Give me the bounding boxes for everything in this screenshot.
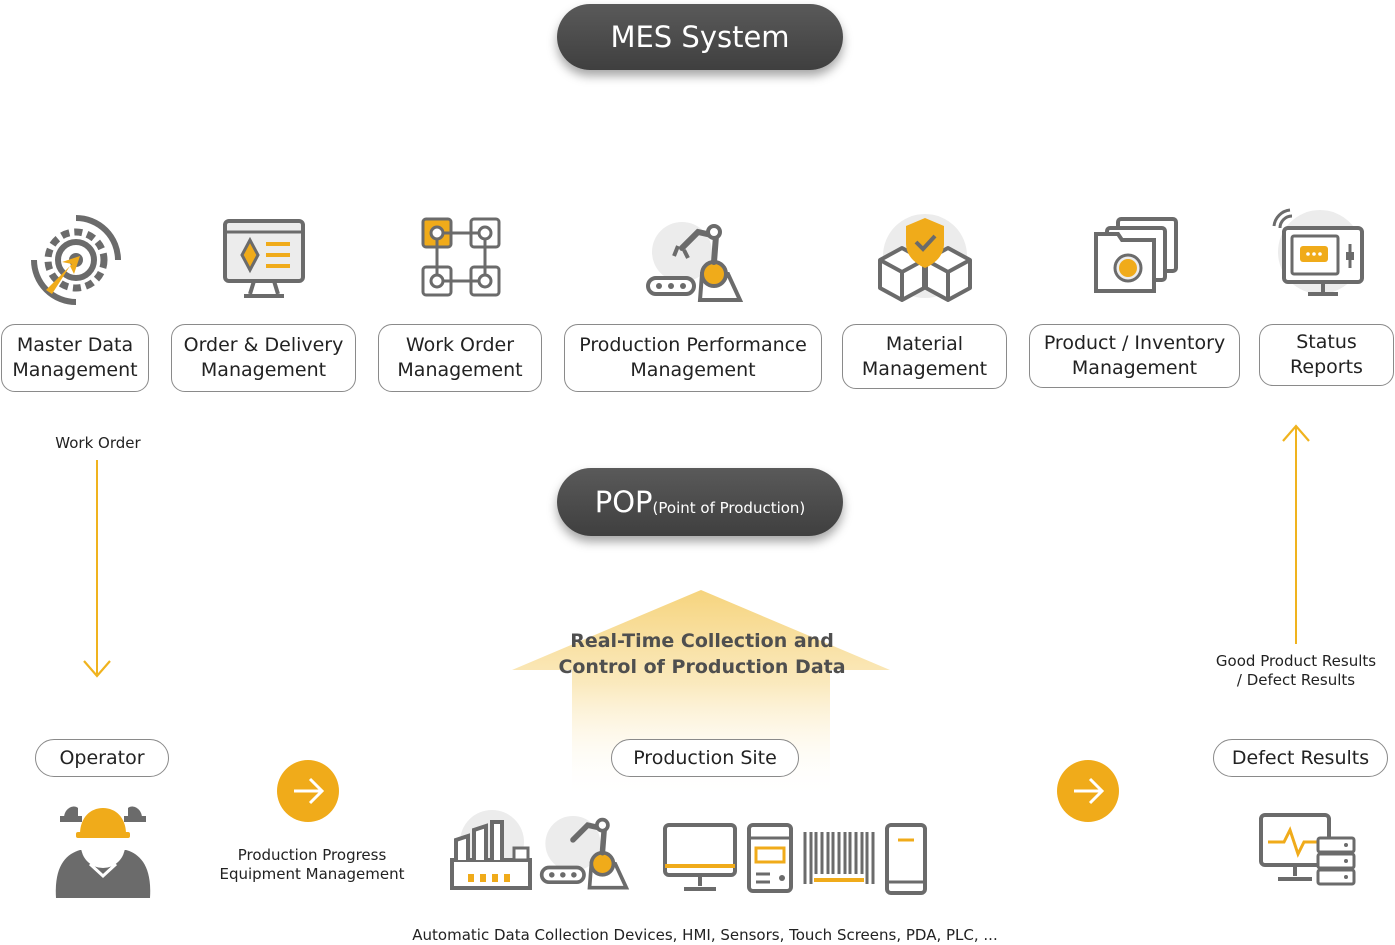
arrow-down-icon: [83, 660, 111, 678]
good-results-line: [1295, 426, 1297, 644]
operator-pill: Operator: [35, 739, 169, 777]
arrow-right-icon: [294, 777, 325, 805]
module-label-line2: Management: [630, 359, 756, 381]
operator-worker-icon: [55, 806, 151, 898]
pop-title: POP(Point of Production): [557, 468, 843, 536]
collection-label: Real-Time Collection and Control of Prod…: [540, 628, 864, 680]
work-order-line: [96, 460, 98, 674]
touch-screen-pda-icon: [885, 823, 927, 895]
master-data-icon: [31, 215, 121, 305]
collection-line1: Real-Time Collection and: [570, 630, 834, 652]
collection-line2: Control of Production Data: [558, 656, 846, 678]
operator-label: Operator: [59, 747, 145, 769]
pop-main-text: POP: [594, 485, 653, 519]
production-site-pill: Production Site: [611, 739, 799, 777]
material-box-icon: [878, 214, 972, 302]
devices-caption: Automatic Data Collection Devices, HMI, …: [412, 926, 998, 944]
work-order-label: Work Order: [55, 434, 141, 452]
module-label-line1: Production Performance: [579, 334, 807, 356]
defect-monitor-icon: [1259, 813, 1356, 886]
barcode-icon: [803, 832, 875, 884]
module-label-line1: Status: [1296, 331, 1357, 353]
work-order-icon: [421, 217, 501, 297]
good-results-line2: / Defect Results: [1236, 671, 1356, 689]
arrow-right-icon: [1074, 777, 1105, 805]
module-label-line1: Work Order: [405, 334, 515, 356]
module-label-line2: Reports: [1290, 356, 1363, 378]
order-delivery-icon: [223, 219, 305, 298]
module-label-line2: Management: [12, 359, 138, 381]
defect-results-pill: Defect Results: [1213, 739, 1388, 777]
progress-label: Production Progress Equipment Management: [207, 846, 417, 884]
module-label-line2: Management: [1071, 357, 1198, 379]
module-label-line1: Material: [885, 332, 964, 355]
pop-sub-text: (Point of Production): [652, 499, 806, 517]
production-site-label: Production Site: [633, 747, 777, 769]
product-inventory-icon: [1094, 217, 1178, 293]
module-label-line2: Management: [861, 357, 988, 380]
status-monitor-icon: [1272, 208, 1364, 296]
flow-right-arrow-2: [1057, 760, 1119, 822]
mes-system-title: MES System: [557, 4, 843, 70]
module-label-line2: Management: [397, 359, 523, 381]
module-label-line1: Product / Inventory: [1043, 332, 1226, 354]
module-label-line2: Management: [200, 359, 327, 381]
sensor-device-icon: [747, 823, 793, 893]
good-results-label: Good Product Results / Defect Results: [1196, 652, 1395, 690]
factory-icon: [450, 810, 532, 890]
module-label-line1: Order & Delivery: [183, 334, 344, 356]
collection-arrow-shape: [512, 590, 890, 798]
defect-results-label: Defect Results: [1231, 747, 1370, 769]
production-robot-icon: [646, 222, 744, 302]
good-results-line1: Good Product Results: [1215, 652, 1377, 670]
progress-line1: Production Progress: [237, 846, 387, 864]
flow-right-arrow-1: [277, 760, 339, 822]
robot-arm-icon: [539, 815, 630, 890]
module-label-line1: Master Data: [16, 334, 134, 356]
progress-line2: Equipment Management: [219, 865, 405, 883]
mes-system-title-text: MES System: [610, 20, 790, 54]
hmi-monitor-icon: [663, 823, 737, 891]
